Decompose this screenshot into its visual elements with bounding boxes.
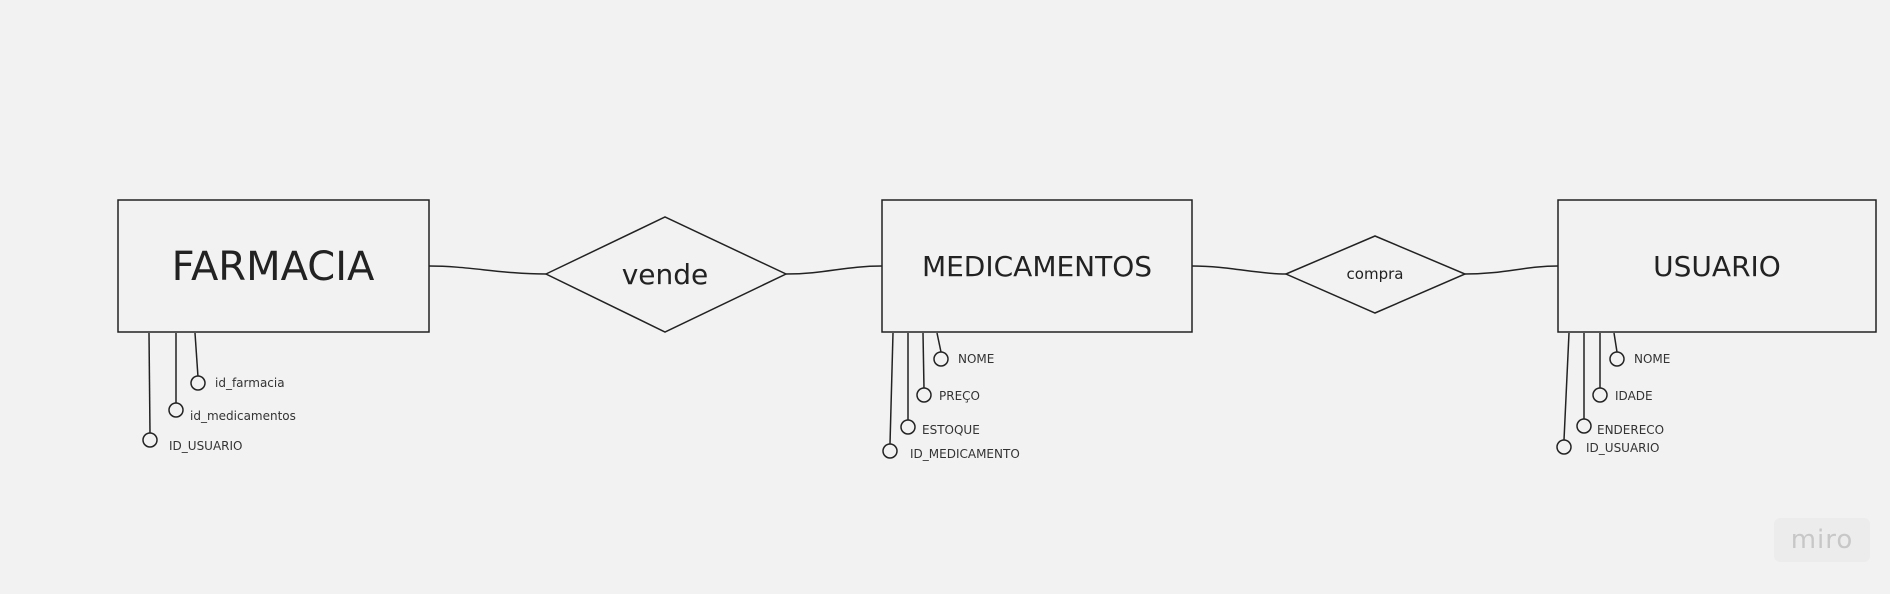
entity-usuario[interactable]: USUARIO [1557,199,1877,333]
relationship-compra-label: compra [1347,265,1404,283]
attr-label-id-usuario: ID_USUARIO [1586,441,1660,455]
entity-usuario-label: USUARIO [1653,250,1781,283]
attr-circle-id-farmacia[interactable] [190,375,206,391]
attr-stem-nome-usuario [1613,332,1618,353]
attr-circle-estoque[interactable] [900,419,916,435]
attr-circle-id-usuario-farmacia[interactable] [142,432,158,448]
relationship-vende[interactable]: vende [544,216,788,333]
attr-circle-id-medicamentos[interactable] [168,402,184,418]
miro-logo[interactable]: miro [1774,518,1870,562]
connector-farmacia-vende [428,265,547,275]
attr-label-id-medicamento: ID_MEDICAMENTO [910,447,1020,461]
attr-circle-nome-usuario[interactable] [1609,351,1625,367]
attr-label-nome-usuario: NOME [1634,352,1670,366]
relationship-vende-label: vende [622,258,709,291]
attr-circle-endereco[interactable] [1576,418,1592,434]
entity-farmacia-label: FARMACIA [172,244,375,290]
attr-stem-id-medicamento [889,332,894,445]
attr-label-estoque: ESTOQUE [922,423,980,437]
connector-medicamentos-compra [1191,265,1287,275]
attr-label-nome-med: NOME [958,352,994,366]
entity-medicamentos-label: MEDICAMENTOS [922,250,1152,283]
attr-circle-id-medicamento[interactable] [882,443,898,459]
attr-label-id-medicamentos: id_medicamentos [190,409,296,423]
attr-label-id-usuario-farmacia: ID_USUARIO [169,439,243,453]
connector-vende-medicamentos [785,265,883,275]
attr-stem-preco [922,332,925,390]
attr-circle-id-usuario[interactable] [1556,439,1572,455]
attr-label-idade: IDADE [1615,389,1653,403]
attr-stem-id-usuario [1563,332,1570,441]
attr-label-preco: PREÇO [939,389,980,403]
connector-compra-usuario [1464,265,1559,275]
attr-circle-preco[interactable] [916,387,932,403]
attr-label-endereco: ENDERECO [1597,423,1664,437]
entity-medicamentos[interactable]: MEDICAMENTOS [881,199,1193,333]
attr-stem-id-usuario-farmacia [148,332,151,434]
relationship-compra[interactable]: compra [1284,235,1467,314]
attr-circle-nome-med[interactable] [933,351,949,367]
attr-stem-id-farmacia [194,332,199,378]
attr-stem-nome-med [936,332,942,353]
entity-farmacia[interactable]: FARMACIA [117,199,430,333]
attr-label-id-farmacia: id_farmacia [215,376,285,390]
attr-circle-idade[interactable] [1592,387,1608,403]
